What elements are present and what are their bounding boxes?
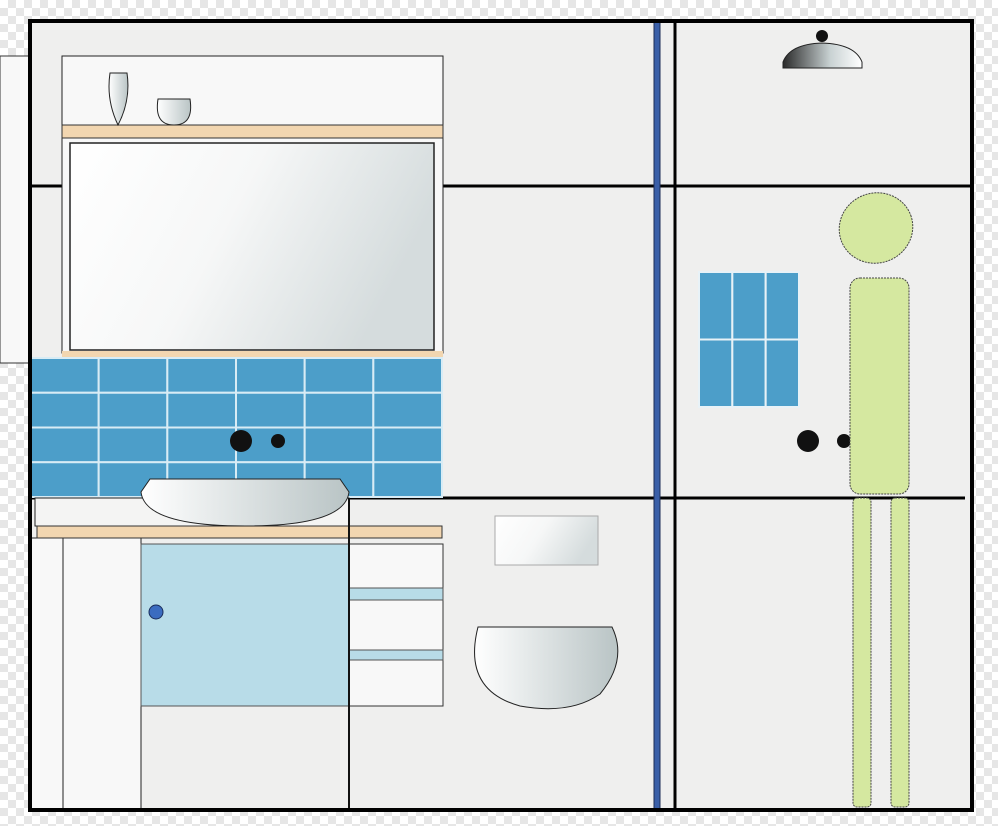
vase-icon [108,72,129,127]
tile [303,391,375,429]
cabinet-knob[interactable] [148,604,164,620]
tile [97,426,169,464]
drawer-unit [348,543,444,707]
tile [29,426,100,464]
shower-knob-large[interactable] [797,430,819,452]
window-pane [731,338,767,408]
drawer-handle-lower[interactable] [348,649,444,661]
person-right-leg [890,497,910,808]
tile [235,357,306,394]
mirror-bottom-shelf [62,351,443,358]
window [698,271,801,408]
window-pane [698,338,734,408]
side-wall-panel [0,55,31,364]
tile [303,426,375,464]
person-left-leg [852,497,872,808]
person-head [838,192,914,264]
tile [29,461,100,498]
bowl-icon [156,98,192,126]
tile [372,391,444,429]
ceiling-lamp-icon[interactable] [782,42,863,69]
window-pane [764,271,801,341]
upper-shelf [61,124,444,139]
shower-knob-small[interactable] [837,434,851,448]
tile [29,357,100,394]
tile [372,357,444,394]
vanity-side-panel [29,537,142,811]
faucet-knob-small[interactable] [271,434,285,448]
drawer-handle-upper[interactable] [348,587,444,601]
window-pane [764,338,801,408]
sink-basin [140,478,350,527]
tile [166,391,237,429]
tile [97,357,169,394]
person-body [849,277,910,495]
tile [97,391,169,429]
room-frame [28,19,974,812]
lamp-mount [816,30,828,42]
tile [303,357,375,394]
faucet-knob-large[interactable] [230,430,252,452]
cabinet-door[interactable] [140,543,350,707]
tile [372,426,444,464]
mirror [69,142,435,351]
backsplash-tiles [29,357,444,498]
tile [235,391,306,429]
vertical-pipe [653,20,661,811]
toilet-bowl [474,626,619,710]
tile [166,426,237,464]
window-pane [731,271,767,341]
tile [372,461,444,498]
tile [29,391,100,429]
countertop [36,525,443,539]
flush-plate[interactable] [494,515,599,566]
window-pane [698,271,734,341]
tile [166,357,237,394]
